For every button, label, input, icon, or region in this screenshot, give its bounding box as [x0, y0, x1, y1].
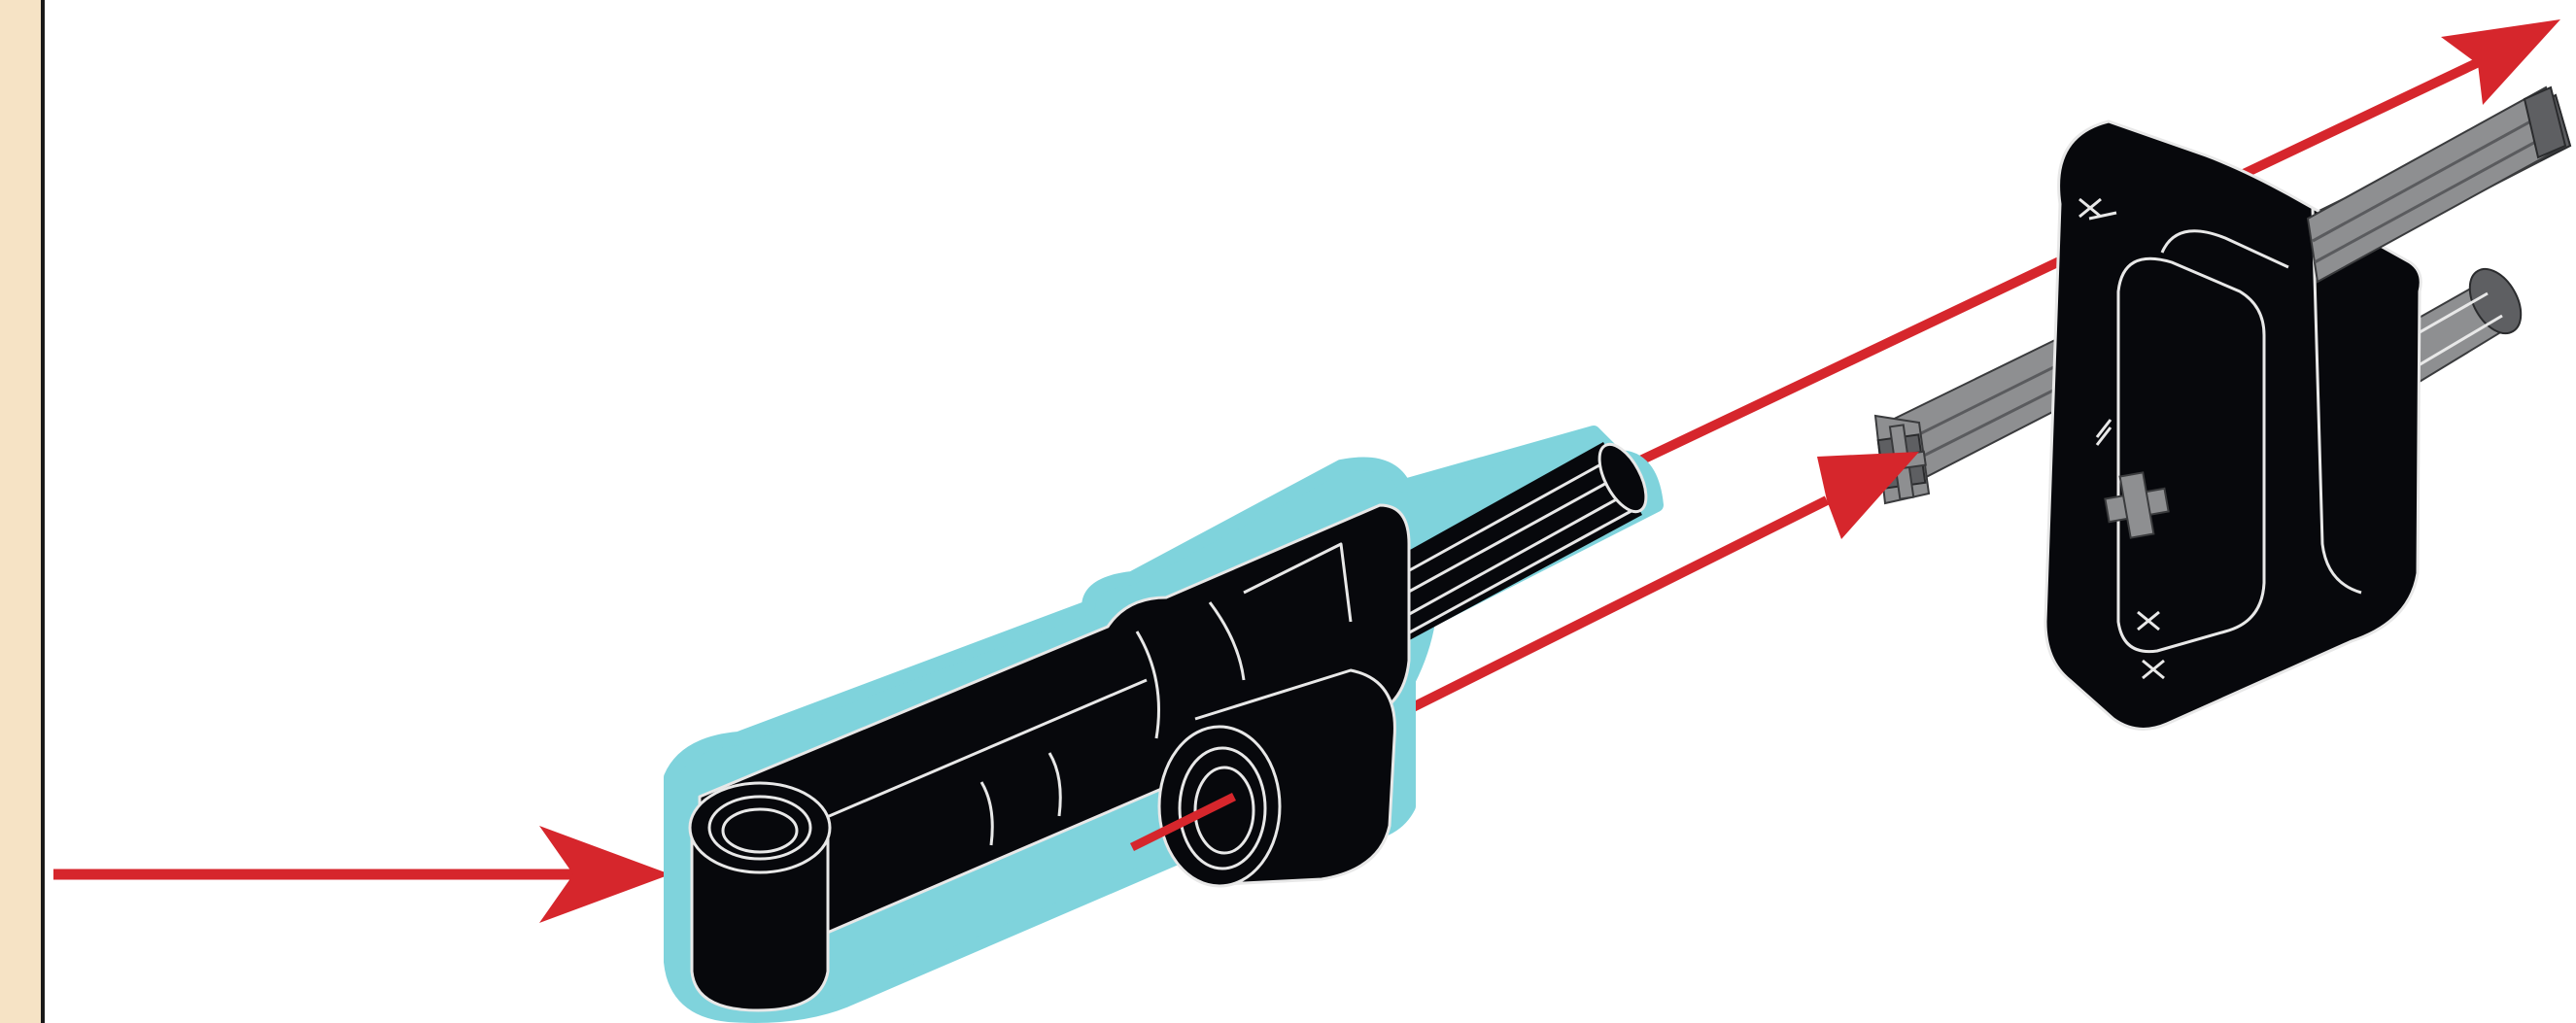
new-part [670, 432, 1657, 1016]
beam-block [2045, 87, 2565, 729]
existing-assembly [1875, 87, 2570, 729]
insert-arrow [53, 826, 670, 923]
connector-round-end [690, 783, 830, 1010]
